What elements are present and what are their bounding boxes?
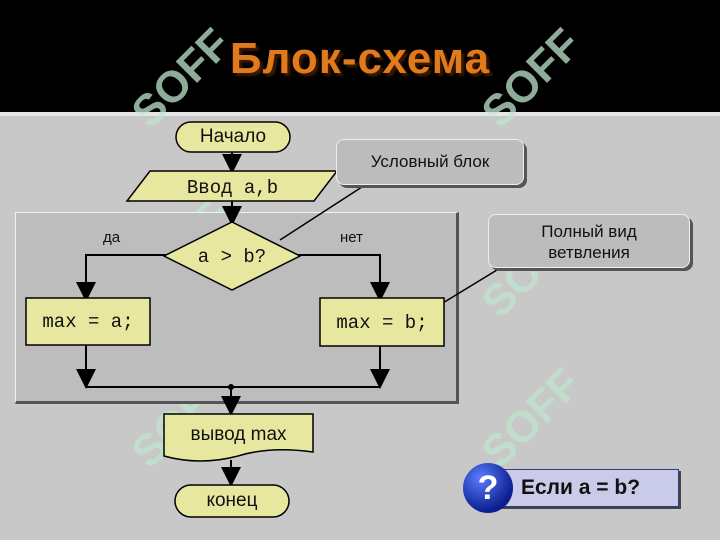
end-node [174,484,290,518]
output-label: вывод max [190,424,287,445]
condition-label: a > b? [197,246,267,268]
start-label: Начало [199,126,267,147]
header-bar [0,0,720,112]
start-node [175,121,291,153]
no-label: нет [340,229,363,246]
connector-no [298,254,390,302]
callout-condition-block: Условный блок [336,139,524,185]
yes-label: да [103,229,121,246]
callout-pointer [279,184,366,241]
action-right [319,297,445,347]
question-text[interactable]: Если a = b? [521,476,641,499]
decision-node [162,221,302,291]
end-label: конец [206,490,258,511]
callout-full-branch-line1: Полный вид [541,222,637,241]
callout-full-branch-line2: ветвления [548,243,630,262]
merge-dot [228,384,234,390]
connector-yes [76,254,166,302]
callout-condition-text: Условный блок [370,152,490,171]
input-label: Ввод a,b [186,177,279,199]
header-divider [0,112,720,116]
question-box[interactable] [497,469,679,507]
callout-full-branch: Полный вид ветвления [488,214,690,268]
action-left [25,297,151,346]
input-node [125,170,339,202]
left-action-label: max = a; [42,311,134,333]
right-action-label: max = b; [336,312,428,334]
page-title: Блок-схема [229,34,491,83]
output-node [163,413,314,462]
question-icon[interactable]: ? [463,463,513,513]
